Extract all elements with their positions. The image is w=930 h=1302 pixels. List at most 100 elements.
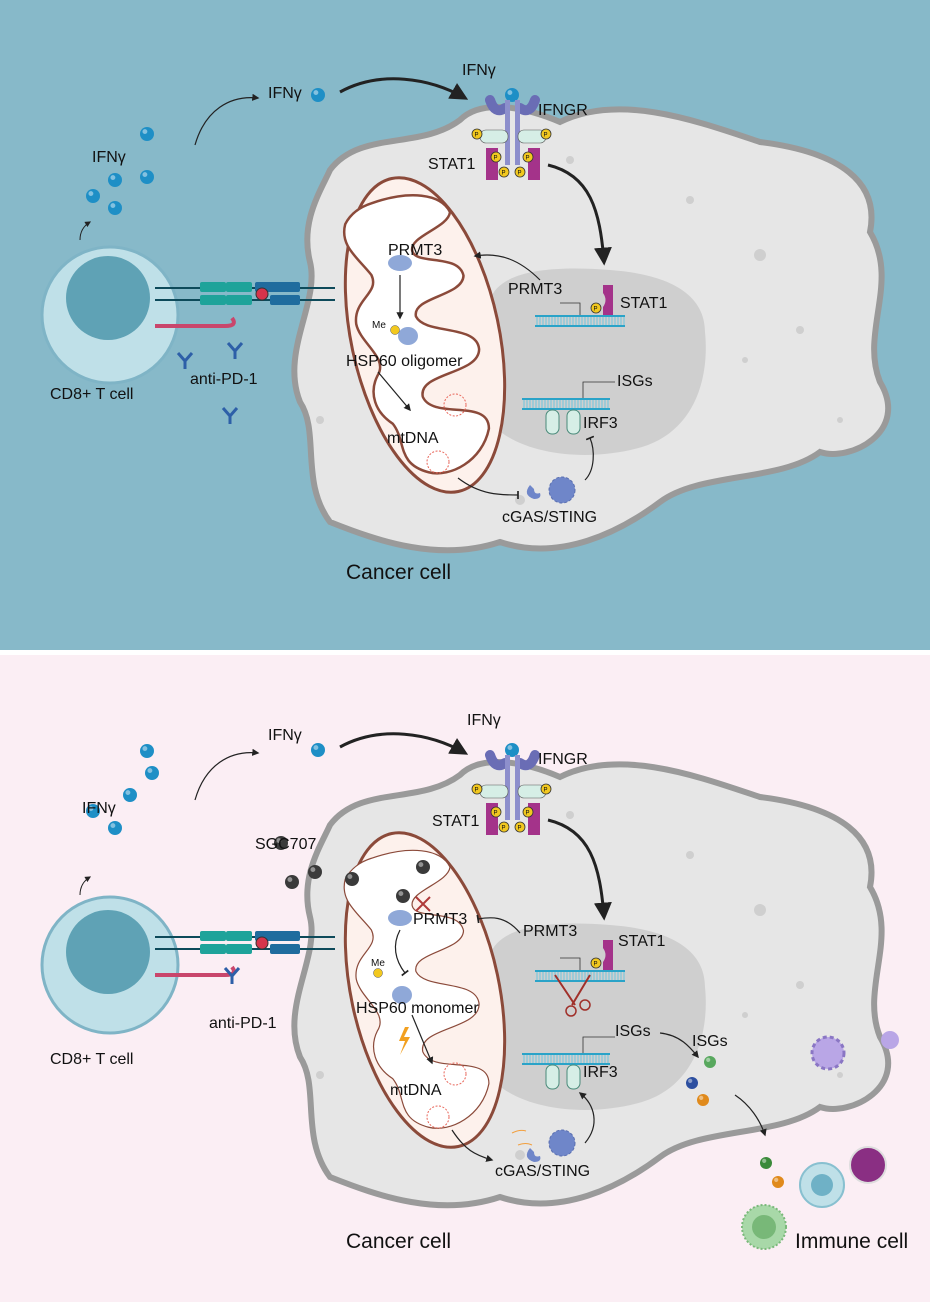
immune-cells — [741, 1031, 899, 1250]
phosphate-label: P — [594, 962, 598, 968]
ifngr-label: IFNGR — [538, 102, 588, 119]
hsp60-label: HSP60 oligomer — [346, 353, 463, 370]
phosphate-label: P — [475, 133, 479, 139]
cytoplasm-vesicle — [837, 417, 843, 423]
phosphate-icon: P — [471, 128, 483, 140]
ifng-binding-arrow — [339, 77, 469, 100]
ifng-molecule — [108, 201, 122, 215]
mtdna-cgas-inhibition — [457, 477, 519, 500]
cytoplasm-vesicle — [316, 416, 324, 424]
phosphate-icon: P — [498, 821, 510, 833]
mitochondrion — [342, 176, 507, 494]
mtdna-label: mtDNA — [390, 1082, 442, 1099]
phosphate-icon: P — [514, 166, 526, 178]
isg-molecule — [760, 1157, 772, 1169]
sgc707-molecule — [416, 860, 430, 874]
mtdna-circle — [443, 1062, 467, 1086]
isg-promoter-line — [582, 1036, 615, 1053]
ifng-molecule — [86, 189, 100, 203]
mtdna-fragment — [511, 1129, 533, 1146]
isg-molecule — [697, 1094, 709, 1106]
anti-pd1-label: anti-PD-1 — [209, 1015, 277, 1032]
methylation-inhibition — [394, 929, 409, 977]
ifng-mid-label: IFNγ — [268, 727, 302, 744]
antibody-icon — [176, 352, 194, 369]
phosphate-icon: P — [490, 151, 502, 163]
phosphate-label: P — [494, 811, 498, 817]
stat1-nucleus-label: STAT1 — [620, 295, 668, 312]
prmt3-mito-label: PRMT3 — [413, 911, 467, 928]
panel-divider — [0, 650, 930, 655]
ifng-molecule — [140, 127, 154, 141]
promoter-line — [560, 957, 581, 970]
cgas-sting-label: cGAS/STING — [495, 1163, 590, 1180]
immune-recruitment-arrow — [734, 1094, 767, 1137]
promoter-line — [560, 302, 581, 315]
prmt3-import-arrow — [473, 251, 541, 281]
phosphate-label: P — [518, 826, 522, 832]
irf3-left — [545, 1064, 560, 1090]
promoter-dna — [535, 970, 625, 982]
stat1-translocation-arrow — [547, 818, 612, 921]
me-label: Me — [372, 320, 386, 331]
prmt3-nucleus-label: PRMT3 — [523, 923, 577, 940]
secretion-arrow — [79, 221, 92, 241]
phosphate-icon: P — [522, 151, 534, 163]
jak-left — [479, 129, 509, 144]
irf3-left — [545, 409, 560, 435]
ifng-molecule — [108, 821, 122, 835]
cytoplasm-vesicle — [742, 1012, 748, 1018]
stat1-translocation-arrow — [547, 163, 612, 266]
sting-icon — [548, 476, 576, 504]
phosphate-icon: P — [590, 957, 602, 969]
ifng-top-label: IFNγ — [467, 712, 501, 729]
ifng-molecule — [505, 88, 519, 102]
isg-dna — [522, 398, 610, 410]
ifng-left-label: IFNγ — [92, 149, 126, 166]
scissors-icon — [554, 974, 591, 1017]
macrophage — [849, 1146, 887, 1184]
isgs-label: ISGs — [617, 373, 653, 390]
blocked-x-icon — [415, 896, 431, 912]
stat1-membrane-label: STAT1 — [432, 813, 480, 830]
secretion-arrow — [79, 876, 92, 896]
immune-cell-label: Immune cell — [795, 1230, 908, 1253]
irf3-right — [566, 409, 581, 435]
phosphate-label: P — [475, 788, 479, 794]
cytoplasm-vesicle — [686, 851, 694, 859]
ifng-molecule — [86, 804, 100, 818]
cytoplasm-vesicle — [754, 904, 766, 916]
antibody-icon — [226, 342, 244, 359]
phosphate-icon: P — [498, 166, 510, 178]
cd8-t-cell — [40, 895, 180, 1035]
t-cell-label: CD8+ T cell — [50, 1051, 133, 1068]
phosphate-icon: P — [590, 302, 602, 314]
stat1-membrane-label: STAT1 — [428, 156, 476, 173]
mtdna-circle — [443, 393, 467, 417]
ifng-release-arrow — [194, 748, 260, 801]
isg-promoter-line — [582, 381, 615, 398]
cytoplasm-vesicle — [742, 357, 748, 363]
ifng-binding-arrow — [339, 732, 469, 755]
tcr-mhc-complex — [155, 931, 335, 954]
me-label: Me — [371, 958, 385, 969]
phosphate-icon: P — [540, 128, 552, 140]
nucleus — [477, 923, 706, 1110]
phosphate-icon: P — [514, 821, 526, 833]
prmt3-nucleus-label: PRMT3 — [508, 281, 562, 298]
dendritic-cell-small — [881, 1031, 899, 1049]
ifng-release-arrow — [194, 93, 260, 146]
stat1-nuclear — [603, 285, 613, 315]
hsp60-mtdna-arrow — [377, 371, 411, 412]
mtdna-circle — [426, 450, 450, 474]
cd8-t-cell — [40, 245, 180, 385]
phosphate-label: P — [526, 811, 530, 817]
stat1-nuclear — [603, 940, 613, 970]
hsp60-protein — [398, 327, 418, 345]
prmt3-protein — [388, 255, 412, 271]
phosphate-icon: P — [471, 783, 483, 795]
ifng-molecule — [311, 743, 325, 757]
phosphate-icon: P — [522, 806, 534, 818]
pd1-receptor — [155, 316, 236, 328]
phosphate-label: P — [594, 307, 598, 313]
